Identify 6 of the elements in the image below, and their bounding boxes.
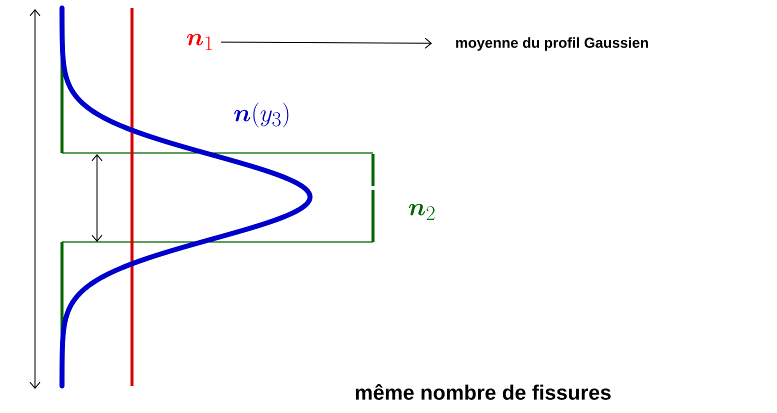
formula-label: $\boldsymbol{n}(y_{3})$: [234, 102, 288, 128]
formula-label: $\boldsymbol{n}_{1}$: [186, 34, 212, 50]
annotation-text: moyenne du profil Gaussien: [456, 37, 648, 51]
formula-label: $\boldsymbol{n}_{2}$: [408, 204, 434, 220]
arrow: [220, 38, 432, 49]
caption-text: même nombre de fissures: [356, 384, 611, 400]
